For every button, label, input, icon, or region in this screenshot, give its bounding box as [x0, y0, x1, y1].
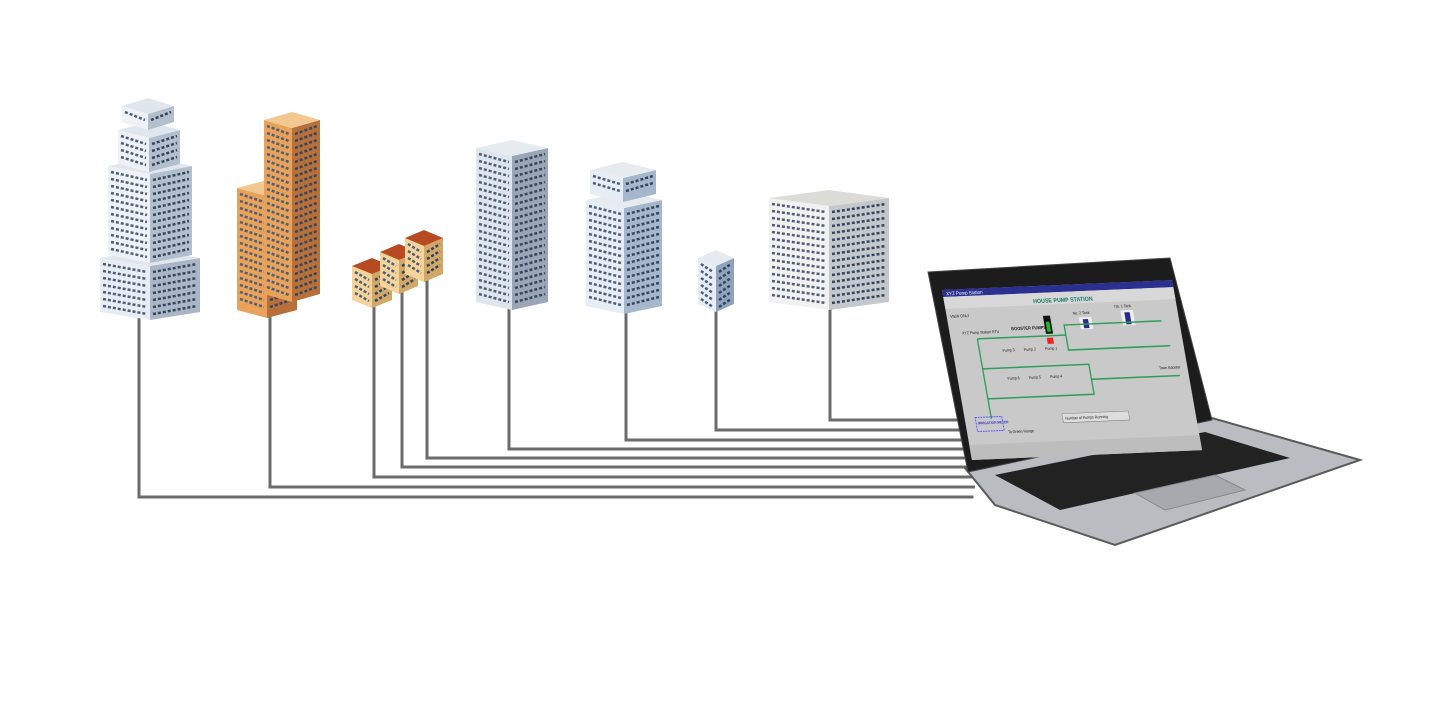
building-small-block — [698, 250, 734, 312]
connection-line — [507, 308, 981, 451]
building-tower-white — [118, 122, 180, 172]
connection-line — [425, 280, 980, 460]
building-office-cube — [769, 190, 889, 310]
building-house — [405, 230, 443, 282]
pump-5[interactable]: Pump 5 — [1028, 375, 1041, 380]
connection-line — [624, 312, 982, 442]
connection-line — [714, 310, 984, 432]
pump-3[interactable]: Pump 3 — [1002, 348, 1015, 353]
laptop: XYZ Pump Station VIEW ONLY HOUSE PUMP ST… — [927, 257, 1364, 547]
connection-line — [137, 318, 974, 499]
town-booster: Town Booster — [1159, 365, 1182, 370]
buildings — [100, 98, 889, 320]
screen: XYZ Pump Station VIEW ONLY HOUSE PUMP ST… — [942, 280, 1203, 460]
pump-4[interactable]: Pump 4 — [1050, 374, 1063, 379]
rtu-label: XYZ Pump Station RTU — [962, 330, 1000, 336]
connection-lines — [137, 280, 985, 499]
building-tower-white — [108, 158, 192, 263]
building-tower-white — [122, 98, 174, 130]
screen-title: HOUSE PUMP STATION — [1033, 296, 1094, 305]
pump-2[interactable]: Pump 2 — [1024, 347, 1037, 352]
pump-6[interactable]: Pump 6 — [1007, 376, 1020, 381]
keyboard — [995, 432, 1290, 510]
touchpad — [1133, 474, 1247, 511]
building-tower-orange — [264, 112, 320, 302]
booster-label: BOOSTER PUMPS — [1011, 325, 1047, 332]
tank2-label: No. 2 Tank — [1072, 311, 1090, 316]
building-tower-blue — [590, 162, 656, 202]
building-tower-gray — [476, 140, 548, 310]
connection-line — [372, 305, 977, 479]
pumps-running: Number of Pumps Running — [1065, 415, 1108, 421]
window-title: XYZ Pump Station — [946, 290, 984, 298]
connection-line — [268, 316, 975, 489]
connection-line — [828, 308, 985, 422]
connection-line — [400, 292, 978, 469]
irrigation-meter: IRRIGATION METER — [978, 420, 1010, 426]
view-mode: VIEW ONLY — [950, 314, 971, 319]
tank1-label: No. 1 Tank — [1114, 304, 1132, 309]
pump-1[interactable]: Pump 1 — [1045, 346, 1058, 351]
to-green-range: To Green Range — [1008, 429, 1035, 434]
building-tower-blue — [586, 192, 662, 314]
